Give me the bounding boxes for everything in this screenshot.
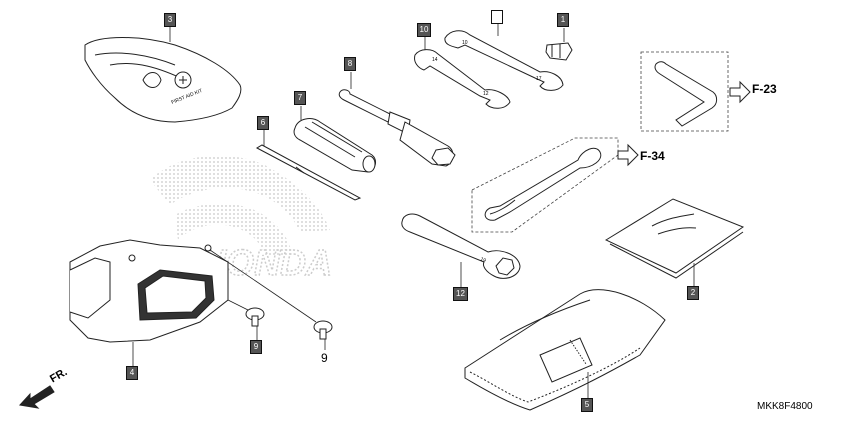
screwdriver-blade	[255, 144, 362, 201]
screwdriver-handle	[293, 118, 376, 173]
hex-key	[654, 61, 718, 127]
clip	[545, 42, 573, 61]
bolt-left	[245, 307, 265, 327]
helmet-cable-reference-box	[471, 137, 619, 233]
owners-manual	[604, 198, 745, 279]
helmet-holder-cable	[484, 147, 602, 221]
f23-arrow-icon	[729, 80, 751, 104]
callout-2: 2	[687, 286, 699, 300]
tool-bag	[464, 289, 666, 411]
callout-11	[491, 10, 503, 24]
hex-key-reference-box	[640, 51, 729, 132]
callout-3: 3	[164, 13, 176, 27]
reference-f23: F-23	[752, 82, 777, 96]
open-end-wrench-11	[444, 30, 564, 91]
wrench-mark-17: 17	[536, 76, 542, 82]
callout-9: 9	[250, 340, 262, 354]
wrench-mark-19: 19	[479, 256, 487, 264]
callout-12: 12	[453, 287, 468, 301]
wrench-mark-12: 12	[483, 91, 489, 97]
callout-7: 7	[294, 91, 306, 105]
part-9-plain-label: 9	[321, 351, 328, 365]
open-end-wrench-10	[414, 49, 511, 109]
tool-case	[69, 239, 229, 343]
callout-5: 5	[581, 398, 593, 412]
leader-line	[209, 249, 317, 323]
front-arrow-icon	[19, 385, 55, 409]
callout-8: 8	[344, 57, 356, 71]
callout-6: 6	[257, 116, 269, 130]
reference-f34: F-34	[640, 149, 665, 163]
wrench-mark-14: 14	[432, 57, 438, 63]
callout-4: 4	[126, 366, 138, 380]
honda-wing-watermark	[150, 155, 330, 256]
f34-arrow-icon	[617, 143, 639, 167]
first-aid-kit-pouch	[84, 37, 242, 123]
callout-1: 1	[557, 13, 569, 27]
diagram-code: MKK8F4800	[757, 401, 813, 412]
box-wrench	[401, 213, 521, 279]
wrench-mark-10: 10	[462, 40, 468, 46]
bolt-right	[313, 320, 333, 340]
callout-10: 10	[417, 23, 431, 37]
leader-line	[227, 299, 249, 311]
spark-plug-wrench	[338, 89, 456, 167]
